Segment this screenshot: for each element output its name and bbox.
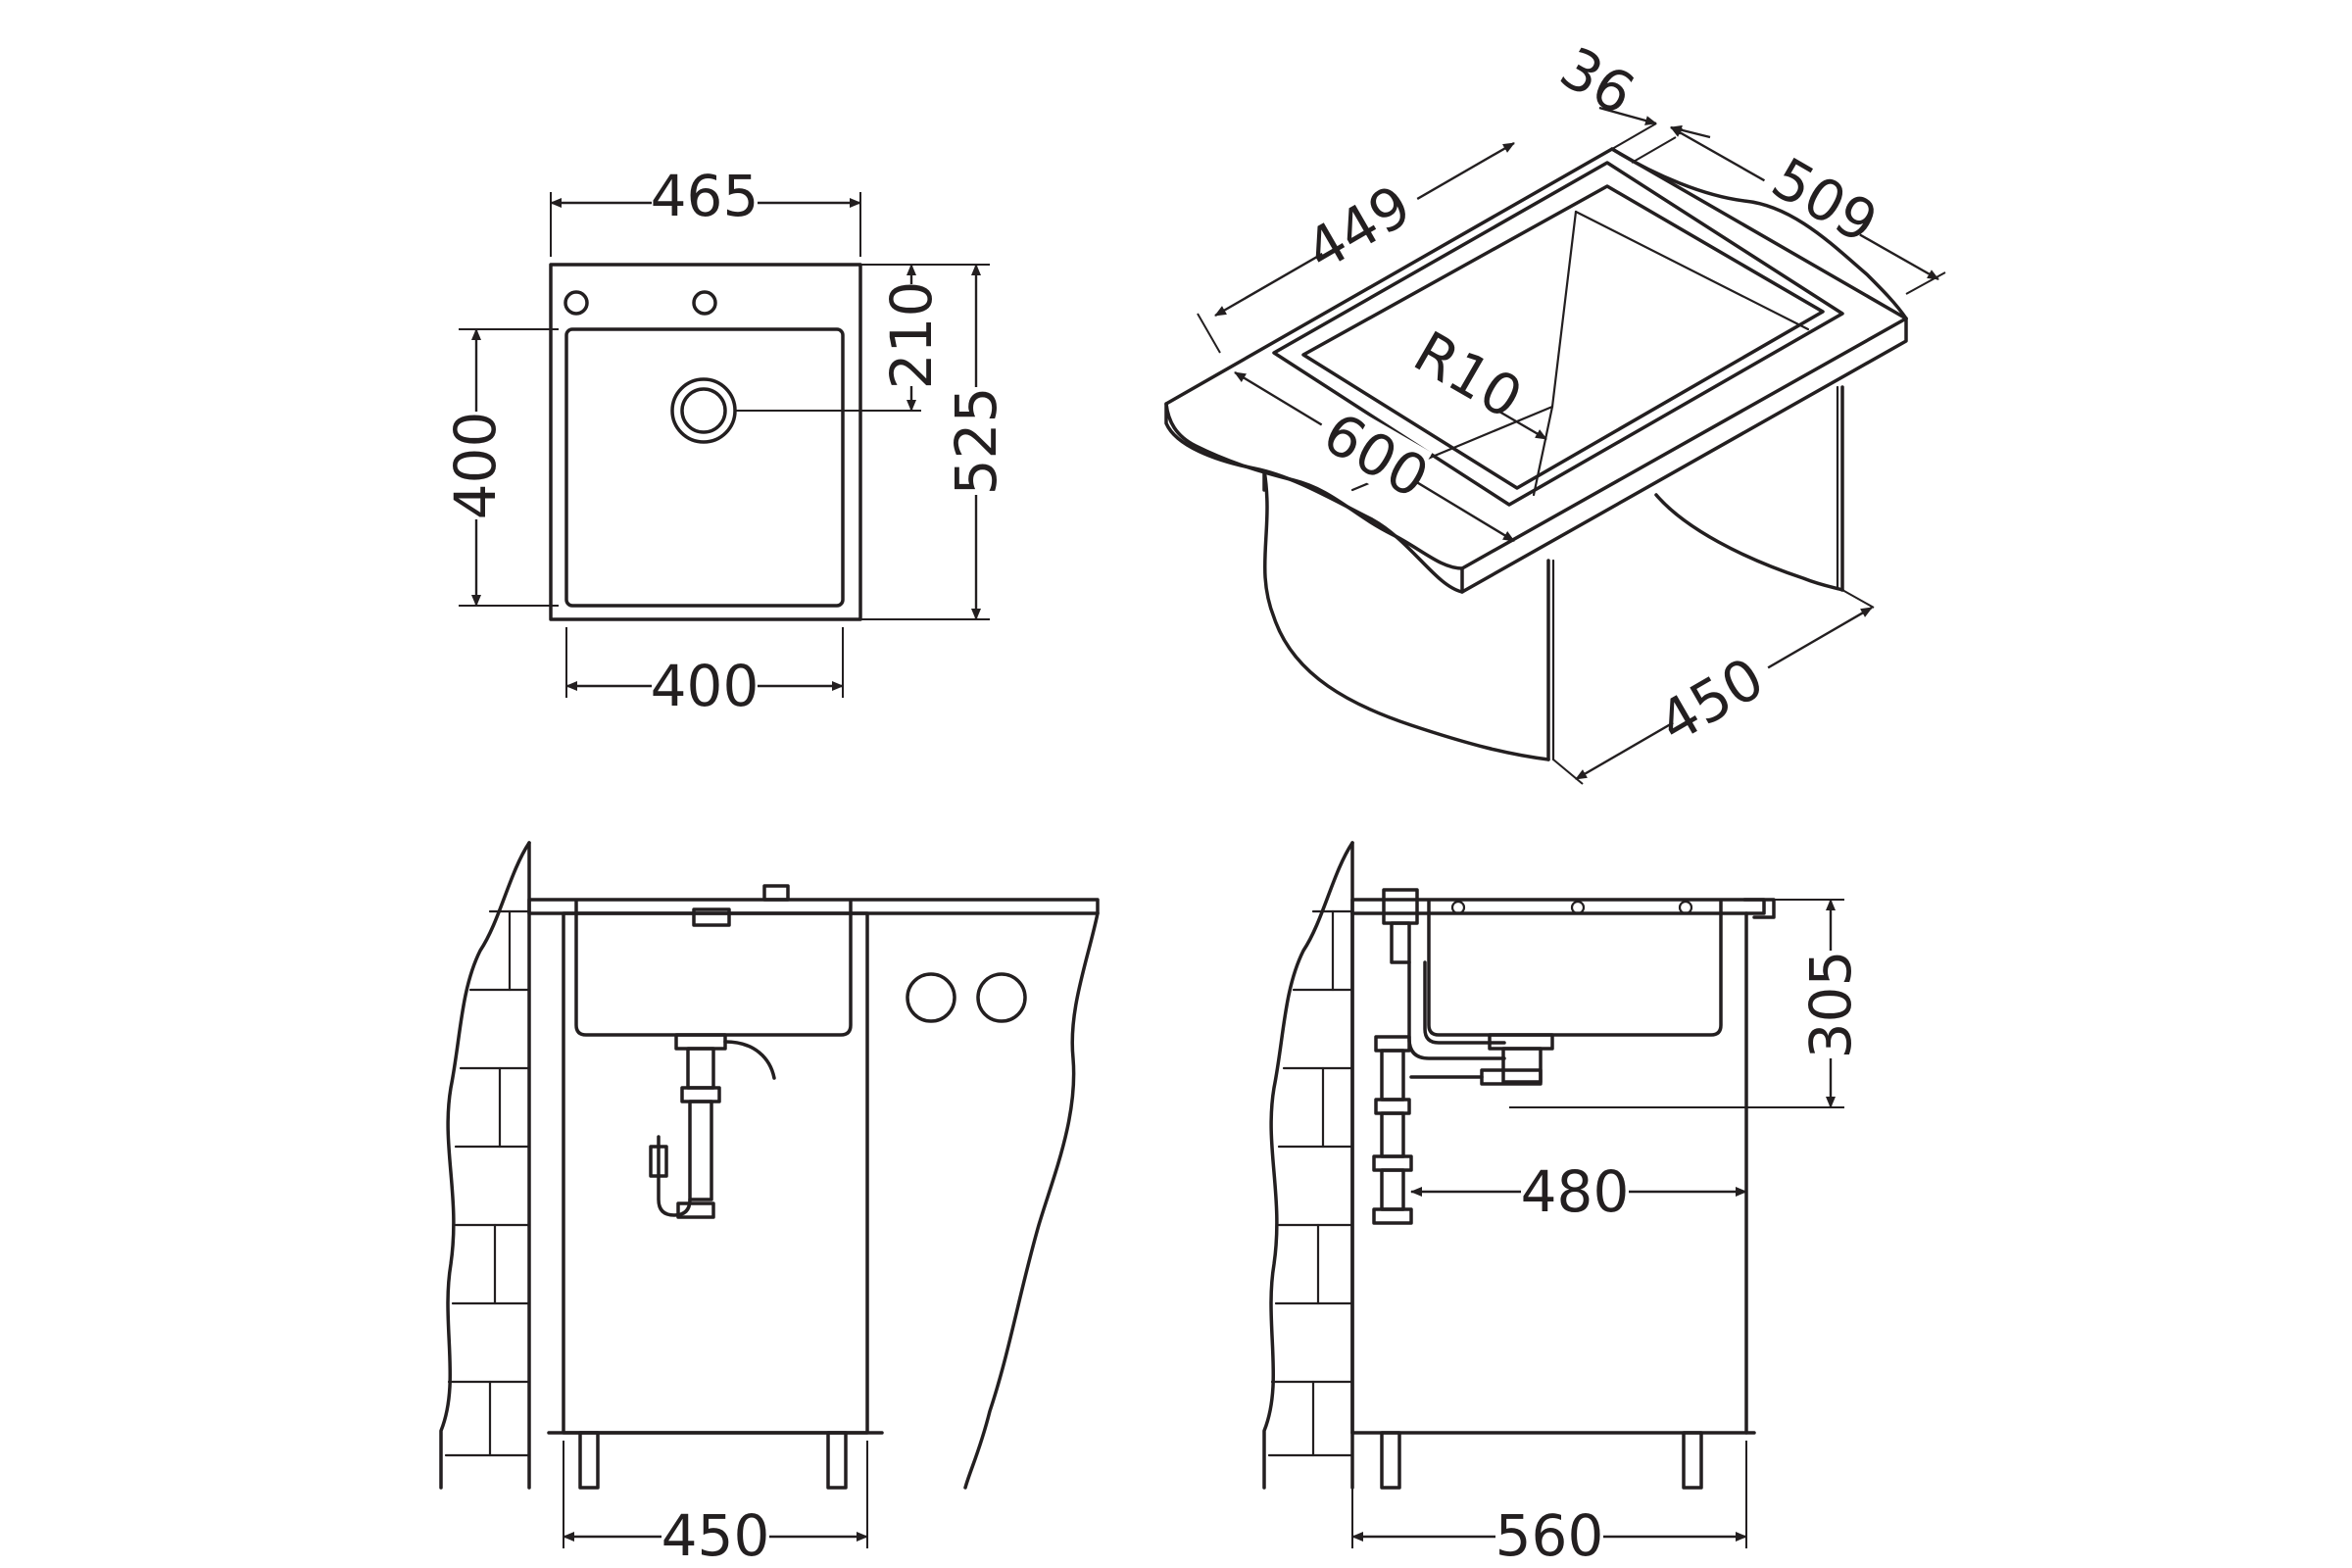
drain-trap — [649, 1033, 776, 1219]
cabinet-foot-left — [578, 1431, 600, 1490]
dim-400-bottom-label: 400 — [651, 653, 760, 719]
front-view: 450 — [439, 841, 1100, 1568]
drain-inner — [680, 387, 727, 434]
countertop-wavy-cut — [963, 911, 1100, 1490]
side-foot-back — [1380, 1431, 1401, 1490]
tap-hole-right — [692, 290, 717, 316]
overflow-slot — [692, 907, 731, 927]
dim-525-label: 525 — [943, 387, 1009, 496]
side-sink-bowl — [1427, 900, 1723, 1037]
dim-450-front-label: 450 — [662, 1502, 770, 1568]
side-foot-front — [1682, 1431, 1703, 1490]
countertop-nosing — [1742, 898, 1776, 919]
side-countertop — [1350, 898, 1766, 915]
sink-outline — [549, 263, 862, 621]
side-brick-pattern — [1267, 909, 1354, 1457]
dim-36-line-b — [1670, 124, 1711, 139]
tap-hole-left — [564, 290, 589, 316]
dim-400-left-label: 400 — [442, 412, 509, 520]
side-wall-wavy-edge — [1262, 841, 1354, 1490]
countertop-edge — [1460, 317, 1908, 594]
dim-36-line-a — [1598, 106, 1657, 125]
dim-36-label: 36 — [1549, 34, 1645, 128]
cabinet-wavy-edge — [1262, 468, 1550, 761]
dim-210-label: 210 — [878, 281, 945, 390]
outlet-left — [906, 972, 956, 1023]
dim-480-label: 480 — [1521, 1158, 1630, 1225]
tap-stub — [762, 884, 790, 902]
sink-bowl-front — [574, 900, 853, 1037]
dim-465-label: 465 — [651, 163, 760, 229]
countertop-front — [527, 898, 1100, 915]
cabinet-body — [562, 911, 869, 1435]
brick-pattern — [444, 909, 531, 1457]
bowl-outline — [564, 327, 845, 608]
dim-560-label: 560 — [1495, 1502, 1604, 1568]
wall-wavy-edge — [439, 841, 531, 1490]
cabinet-back-wave — [1654, 493, 1844, 592]
outlet-right — [976, 972, 1027, 1023]
side-view: 305 480 560 — [1262, 841, 1864, 1568]
bowl-corner — [1550, 210, 1578, 409]
dim-305-label: 305 — [1797, 951, 1864, 1059]
side-plumbing — [1372, 888, 1554, 1225]
cabinet-foot-right — [826, 1431, 848, 1490]
top-view: 465 400 400 210 525 — [442, 163, 1009, 719]
iso-view: 449 36 509 R10 600 450 — [1164, 34, 1946, 785]
